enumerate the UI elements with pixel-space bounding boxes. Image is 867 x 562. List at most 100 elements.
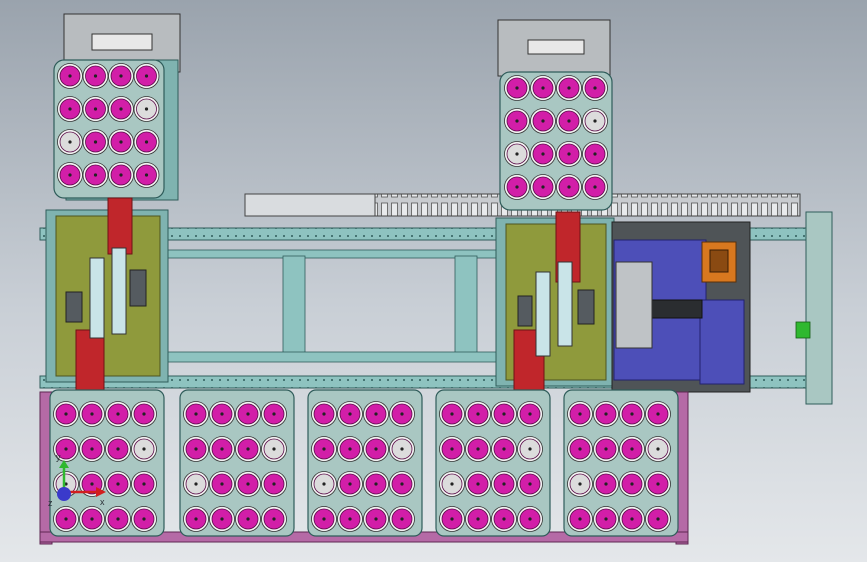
linear-slide [557, 261, 573, 347]
cell-center [567, 185, 571, 189]
cell-center [142, 482, 146, 486]
cell-center [220, 412, 224, 416]
cell-center [578, 447, 582, 451]
bottom-pallet [307, 389, 423, 537]
coordinate-triad-icon: x y z [48, 452, 106, 508]
cell-center [450, 412, 454, 416]
cell-center [194, 447, 198, 451]
cell-center [578, 517, 582, 521]
gray-block [615, 261, 653, 349]
transfer-station-left [45, 197, 169, 397]
cell-center [322, 482, 326, 486]
cell-center [116, 412, 120, 416]
cell-center [93, 140, 98, 144]
cell-center [93, 107, 98, 111]
cell-center [515, 119, 519, 123]
cell-center [528, 517, 532, 521]
cell-center [541, 119, 545, 123]
feeder-plate [527, 39, 585, 55]
motor-block [129, 269, 147, 307]
cell-center [593, 86, 597, 90]
cell-center [476, 447, 480, 451]
pallet-cells [504, 75, 608, 200]
cell-center [116, 482, 120, 486]
cell-center [119, 107, 123, 111]
cell-center [348, 447, 352, 451]
cell-center [476, 517, 480, 521]
cell-center [476, 412, 480, 416]
cell-center [630, 412, 634, 416]
cell-center [567, 152, 571, 156]
cell-center [515, 86, 519, 90]
cell-center [220, 447, 224, 451]
cell-center [64, 412, 68, 416]
cell-center [322, 447, 326, 451]
cell-center [272, 412, 276, 416]
cell-center [604, 482, 608, 486]
cell-center [515, 152, 519, 156]
cell-center [116, 517, 120, 521]
cell-center [119, 173, 123, 177]
cell-center [246, 447, 250, 451]
bottom-pallet [563, 389, 679, 537]
cell-center [142, 517, 146, 521]
top-feeder-left [53, 13, 181, 201]
frame-cross-bar [159, 351, 501, 363]
cell-center [90, 482, 94, 486]
cell-center [450, 447, 454, 451]
right-end-bracket [805, 211, 833, 405]
cell-center [322, 517, 326, 521]
motor-block [65, 291, 83, 323]
top-feeder-right [497, 19, 613, 211]
cell-center [272, 517, 276, 521]
bottom-rail [39, 391, 689, 545]
cell-center [476, 482, 480, 486]
cell-center [400, 447, 404, 451]
cell-center [194, 412, 198, 416]
cell-center [604, 447, 608, 451]
transfer-station-right [495, 211, 615, 401]
motor-block [517, 295, 533, 327]
cell-center [630, 447, 634, 451]
linear-slide [535, 271, 551, 357]
cell-center [194, 517, 198, 521]
cell-center [502, 412, 506, 416]
cell-center [528, 412, 532, 416]
cell-center [400, 517, 404, 521]
cell-center [90, 517, 94, 521]
cell-center [348, 517, 352, 521]
red-arm [107, 197, 133, 255]
cell-center [450, 482, 454, 486]
cell-center [604, 412, 608, 416]
cell-center [593, 119, 597, 123]
cell-center [541, 185, 545, 189]
cell-center [541, 86, 545, 90]
cell-center [528, 447, 532, 451]
cell-center [400, 482, 404, 486]
cell-center [630, 517, 634, 521]
cell-center [348, 482, 352, 486]
cell-center [515, 185, 519, 189]
bottom-pallets [49, 389, 679, 537]
cell-center [90, 447, 94, 451]
cell-center [374, 447, 378, 451]
cell-center [604, 517, 608, 521]
pallet-cells [53, 401, 671, 532]
cell-center [144, 74, 149, 78]
cell-center [374, 412, 378, 416]
pallet-cells [57, 63, 160, 188]
blue-plate-ext [699, 299, 745, 385]
cell-center [68, 74, 72, 78]
cell-center [119, 74, 123, 78]
cell-center [374, 482, 378, 486]
cell-center [68, 140, 72, 144]
cell-center [567, 86, 571, 90]
cell-center [194, 482, 198, 486]
red-arm [75, 329, 105, 397]
cell-center [142, 447, 146, 451]
cell-center [93, 74, 98, 78]
chain-guide [244, 193, 376, 217]
cell-center [593, 152, 597, 156]
bottom-pallet [435, 389, 551, 537]
